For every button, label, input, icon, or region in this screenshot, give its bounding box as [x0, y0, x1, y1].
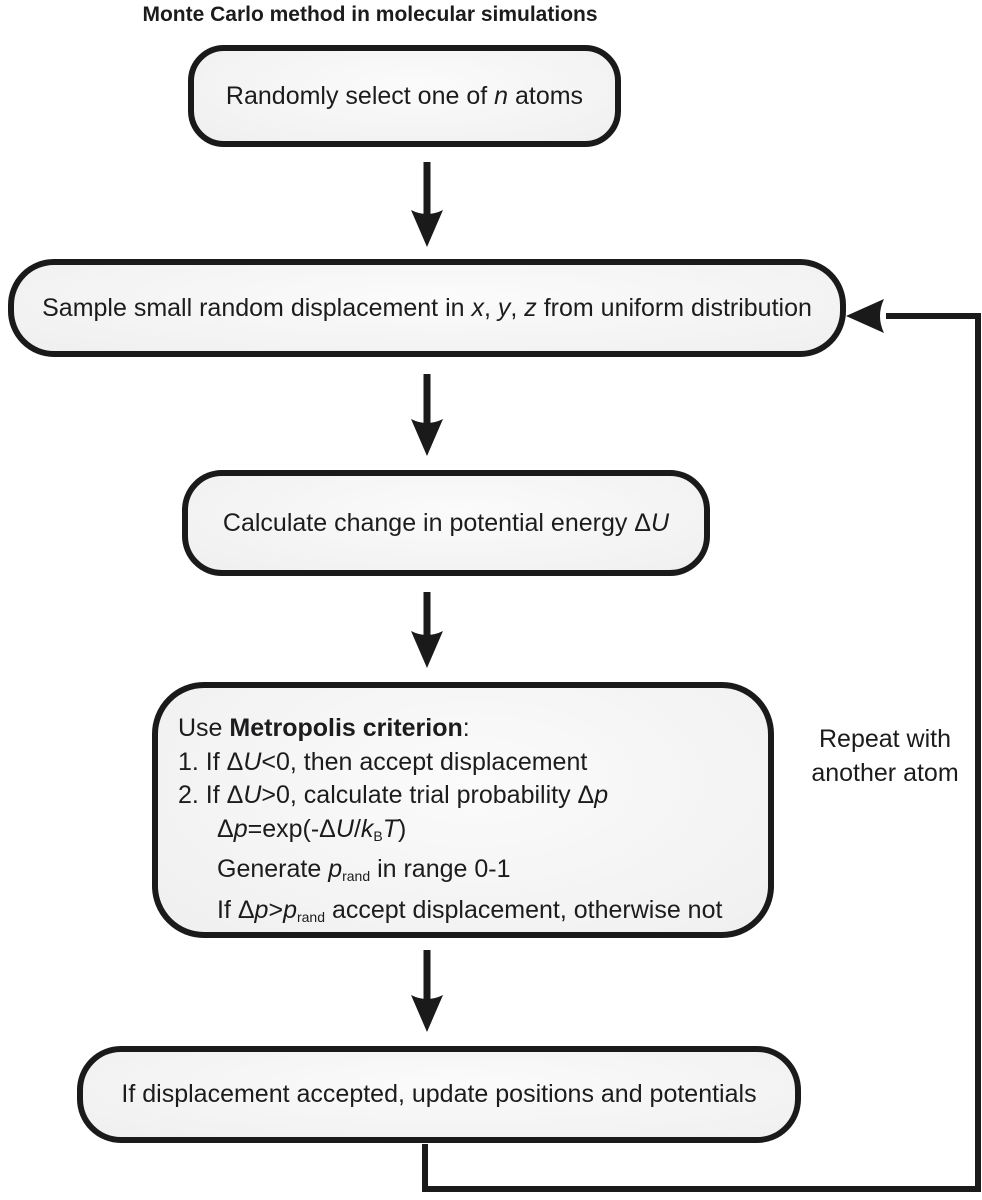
text-line: If Δp>prand accept displacement, otherwi…	[217, 894, 768, 935]
text-segment: U	[243, 781, 262, 809]
text-segment: from uniform distribution	[536, 293, 812, 322]
text-segment: U	[335, 814, 354, 843]
text-segment: p	[594, 781, 609, 809]
text-segment: B	[373, 827, 383, 844]
text-segment: p	[328, 855, 343, 883]
text-segment: T	[382, 814, 399, 843]
text-segment: atoms	[508, 81, 584, 110]
text-segment: ,	[483, 293, 498, 322]
text-segment: Randomly select one of	[225, 81, 495, 110]
text-line: Sample small random displacement in x, y…	[42, 292, 812, 325]
node-randomly-select-atom: Randomly select one of n atoms	[188, 45, 621, 147]
text-segment: k	[360, 814, 374, 843]
text-segment: Use	[178, 714, 230, 742]
text-segment: Generate	[217, 855, 329, 883]
text-segment: p	[283, 895, 297, 924]
loop-label-line2: another atom	[811, 759, 959, 787]
node-update-positions: If displacement accepted, update positio…	[77, 1046, 801, 1143]
arrow-down-1	[411, 162, 443, 247]
text-segment: ,	[510, 293, 525, 322]
text-segment: p	[233, 814, 248, 843]
text-line: 2. If ΔU>0, calculate trial probability …	[178, 779, 768, 813]
text-line: If displacement accepted, update positio…	[121, 1078, 756, 1111]
text-segment: p	[254, 895, 269, 924]
text-segment: /	[353, 814, 361, 843]
text-line: Use Metropolis criterion:	[178, 712, 768, 746]
text-segment: accept displacement, otherwise not	[325, 895, 723, 924]
text-segment: Δ	[217, 814, 234, 843]
text-segment: If Δ	[217, 895, 255, 924]
text-segment: Sample small random displacement in	[42, 293, 472, 322]
text-segment: y	[497, 293, 511, 322]
diagram-title: Monte Carlo method in molecular simulati…	[142, 3, 598, 26]
text-segment: rand	[342, 868, 371, 884]
node-metropolis-criterion: Use Metropolis criterion:1. If ΔU<0, the…	[152, 682, 774, 938]
text-segment: Calculate change in potential energy Δ	[222, 508, 652, 537]
text-line: Calculate change in potential energy ΔU	[223, 507, 669, 540]
loop-label-line1: Repeat with	[818, 725, 952, 753]
text-segment: <0, then accept displacement	[261, 747, 588, 776]
text-line: 1. If ΔU<0, then accept displacement	[178, 746, 768, 780]
loop-label-repeat: Repeat with another atom	[795, 722, 975, 790]
text-segment: Metropolis criterion	[229, 714, 463, 742]
text-segment: =exp(-Δ	[247, 814, 336, 843]
text-segment: n	[494, 81, 509, 110]
text-segment: 2. If Δ	[178, 781, 244, 809]
arrow-down-4	[411, 950, 443, 1032]
text-segment: U	[651, 508, 670, 537]
node-sample-displacement: Sample small random displacement in x, y…	[8, 259, 846, 357]
text-segment: :	[462, 714, 470, 742]
node-calculate-energy-change: Calculate change in potential energy ΔU	[182, 470, 710, 576]
text-segment: )	[398, 814, 407, 843]
text-segment: rand	[296, 908, 325, 925]
text-segment: U	[243, 747, 262, 776]
text-line: Δp=exp(-ΔU/kBT)	[217, 813, 768, 854]
text-segment: z	[524, 293, 537, 322]
text-segment: 1. If Δ	[178, 747, 244, 776]
text-segment: x	[471, 293, 484, 322]
text-line: Randomly select one of n atoms	[226, 80, 583, 113]
text-segment: >0, calculate trial probability Δ	[261, 781, 595, 809]
text-segment: >	[268, 895, 284, 924]
arrow-down-3	[411, 592, 443, 668]
text-line: Generate prand in range 0-1	[217, 853, 768, 894]
arrow-down-2	[411, 374, 443, 456]
text-segment: If displacement accepted, update positio…	[121, 1080, 757, 1109]
text-segment: in range 0-1	[370, 855, 511, 883]
